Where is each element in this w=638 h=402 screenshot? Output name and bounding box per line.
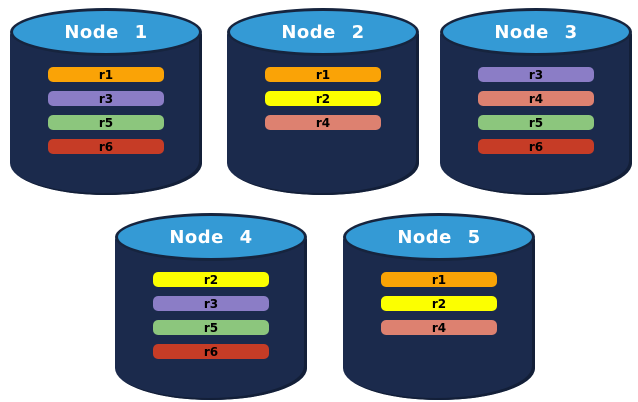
node-1-cylinder: Node 1 r1 r3 r5 r6 xyxy=(10,5,202,195)
node-1-replica-r3: r3 xyxy=(48,91,164,106)
node-5-replica-r4: r4 xyxy=(381,320,497,335)
node-2-cylinder-top: Node 2 xyxy=(227,8,419,56)
node-5-cylinder-body xyxy=(343,236,535,400)
node-1-cylinder-body xyxy=(10,31,202,195)
node-3-replica-r6: r6 xyxy=(478,139,594,154)
node-2-cylinder: Node 2 r1 r2 r4 xyxy=(227,5,419,195)
node-4-label: Node 4 xyxy=(169,226,253,248)
node-1-replica-r5: r5 xyxy=(48,115,164,130)
node-2-replica-list: r1 r2 r4 xyxy=(227,67,419,130)
node-4-replica-list: r2 r3 r5 r6 xyxy=(115,272,307,359)
node-5-label: Node 5 xyxy=(397,226,481,248)
node-3-replica-r5: r5 xyxy=(478,115,594,130)
node-2-replica-r4: r4 xyxy=(265,115,381,130)
node-5-replica-r1: r1 xyxy=(381,272,497,287)
node-2-replica-r1: r1 xyxy=(265,67,381,82)
node-5-replica-list: r1 r2 r4 xyxy=(343,272,535,335)
node-5-cylinder: Node 5 r1 r2 r4 xyxy=(343,210,535,400)
node-4-cylinder: Node 4 r2 r3 r5 r6 xyxy=(115,210,307,400)
node-4-replica-r5: r5 xyxy=(153,320,269,335)
node-1-replica-r6: r6 xyxy=(48,139,164,154)
node-3-cylinder-body xyxy=(440,31,632,195)
node-3-replica-r3: r3 xyxy=(478,67,594,82)
node-3-label: Node 3 xyxy=(494,21,578,43)
node-4-replica-r2: r2 xyxy=(153,272,269,287)
node-2-cylinder-body xyxy=(227,31,419,195)
node-1-label: Node 1 xyxy=(64,21,148,43)
node-1-replica-list: r1 r3 r5 r6 xyxy=(10,67,202,154)
node-3-replica-list: r3 r4 r5 r6 xyxy=(440,67,632,154)
node-3-cylinder: Node 3 r3 r4 r5 r6 xyxy=(440,5,632,195)
node-5-cylinder-top: Node 5 xyxy=(343,213,535,261)
node-4-cylinder-top: Node 4 xyxy=(115,213,307,261)
node-3-replica-r4: r4 xyxy=(478,91,594,106)
node-2-replica-r2: r2 xyxy=(265,91,381,106)
node-1-cylinder-top: Node 1 xyxy=(10,8,202,56)
node-4-replica-r6: r6 xyxy=(153,344,269,359)
node-2-label: Node 2 xyxy=(281,21,365,43)
node-4-replica-r3: r3 xyxy=(153,296,269,311)
node-5-replica-r2: r2 xyxy=(381,296,497,311)
node-3-cylinder-top: Node 3 xyxy=(440,8,632,56)
node-1-replica-r1: r1 xyxy=(48,67,164,82)
node-4-cylinder-body xyxy=(115,236,307,400)
